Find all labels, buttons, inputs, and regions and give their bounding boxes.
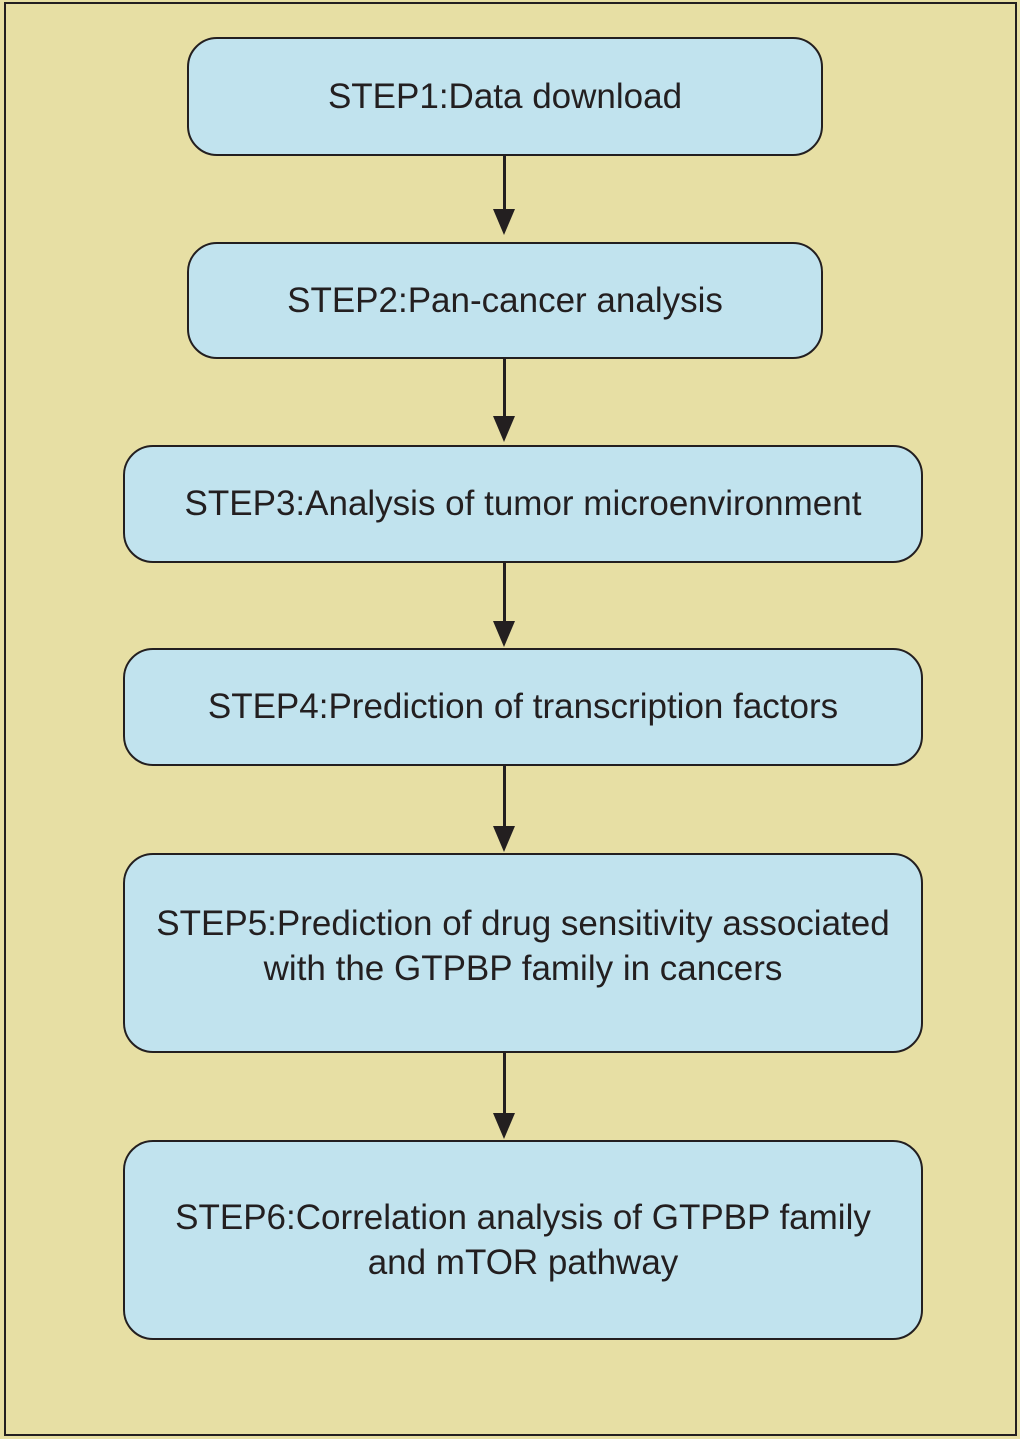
flow-step-3: STEP3:Analysis of tumor microenvironment: [123, 445, 923, 563]
flow-step-4-label: STEP4:Prediction of transcription factor…: [207, 687, 839, 727]
flow-step-2-label: STEP2:Pan-cancer analysis: [287, 280, 723, 320]
arrow-head-icon: [493, 416, 515, 442]
arrow-head-icon: [493, 1113, 515, 1139]
flow-step-6: STEP6:Correlation analysis of GTPBP fami…: [123, 1140, 923, 1340]
flow-step-1-label: STEP1:Data download: [327, 76, 683, 116]
arrow-shaft: [502, 766, 506, 826]
arrow-shaft: [502, 1053, 506, 1113]
arrow-shaft: [502, 359, 506, 416]
arrow-head-icon: [493, 209, 515, 235]
arrow-shaft: [502, 563, 506, 621]
arrow-head-icon: [493, 826, 515, 852]
arrow-head-icon: [493, 621, 515, 647]
flow-step-6-label: STEP6:Correlation analysis of GTPBP fami…: [175, 1197, 871, 1283]
flow-step-5: STEP5:Prediction of drug sensitivity ass…: [123, 853, 923, 1053]
flow-arrow-1-2: [492, 156, 516, 235]
flow-step-4: STEP4:Prediction of transcription factor…: [123, 648, 923, 766]
flow-step-5-label: STEP5:Prediction of drug sensitivity ass…: [156, 903, 890, 989]
flow-step-2: STEP2:Pan-cancer analysis: [187, 242, 823, 359]
flow-step-1: STEP1:Data download: [187, 37, 823, 156]
flow-arrow-2-3: [492, 359, 516, 442]
flow-step-3-label: STEP3:Analysis of tumor microenvironment: [184, 484, 862, 524]
flow-arrow-5-6: [492, 1053, 516, 1139]
flow-arrow-4-5: [492, 766, 516, 852]
flow-arrow-3-4: [492, 563, 516, 647]
arrow-shaft: [502, 156, 506, 209]
